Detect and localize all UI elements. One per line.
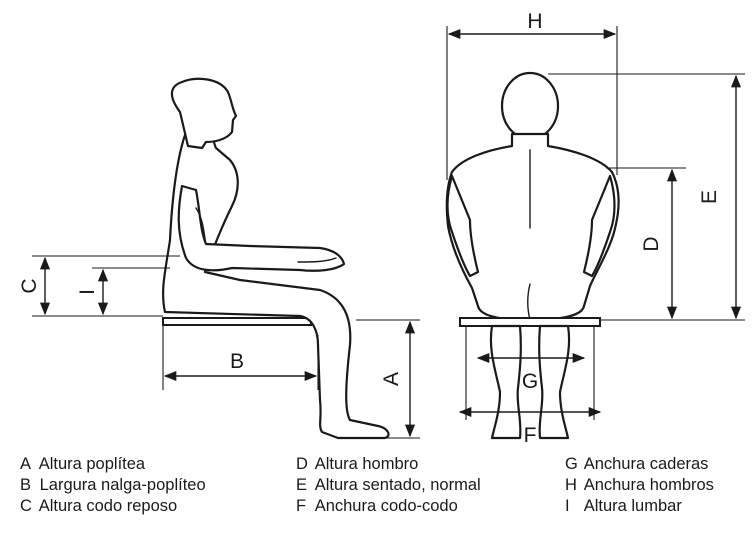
back-seat bbox=[460, 318, 600, 326]
legend-item: G Anchura caderas bbox=[565, 454, 714, 475]
label-b: B bbox=[230, 350, 244, 373]
dimension-c: C bbox=[18, 256, 180, 316]
label-i: I bbox=[76, 289, 99, 295]
label-g: G bbox=[522, 370, 538, 393]
legend-item: B Largura nalga-poplíteo bbox=[20, 475, 206, 496]
legend-column-1: A Altura poplítea B Largura nalga-poplít… bbox=[20, 454, 206, 517]
legend-column-2: D Altura hombro E Altura sentado, normal… bbox=[296, 454, 481, 517]
side-body bbox=[163, 128, 388, 438]
label-h: H bbox=[527, 10, 542, 33]
legend: A Altura poplítea B Largura nalga-poplít… bbox=[0, 454, 755, 533]
side-head bbox=[172, 79, 236, 148]
side-view-figure bbox=[163, 79, 389, 438]
dimension-b: B bbox=[163, 325, 318, 390]
legend-item: F Anchura codo-codo bbox=[296, 496, 481, 517]
back-head bbox=[502, 73, 558, 139]
side-seat bbox=[163, 318, 311, 325]
legend-item: E Altura sentado, normal bbox=[296, 475, 481, 496]
label-f: F bbox=[524, 424, 537, 447]
legend-item: C Altura codo reposo bbox=[20, 496, 206, 517]
label-c: C bbox=[18, 278, 41, 293]
legend-item: D Altura hombro bbox=[296, 454, 481, 475]
legend-column-3: G Anchura caderas H Anchura hombros I Al… bbox=[565, 454, 714, 517]
legend-item: I Altura lumbar bbox=[565, 496, 714, 517]
legend-item: A Altura poplítea bbox=[20, 454, 206, 475]
dimension-f: F bbox=[460, 412, 600, 447]
label-d: D bbox=[640, 236, 663, 251]
label-a: A bbox=[380, 372, 403, 386]
dimension-i: I bbox=[76, 268, 170, 314]
label-e: E bbox=[698, 190, 721, 204]
dimension-a: A bbox=[356, 320, 420, 438]
anthropometric-diagram: C I B A H E D G bbox=[0, 0, 755, 450]
legend-item: H Anchura hombros bbox=[565, 475, 714, 496]
